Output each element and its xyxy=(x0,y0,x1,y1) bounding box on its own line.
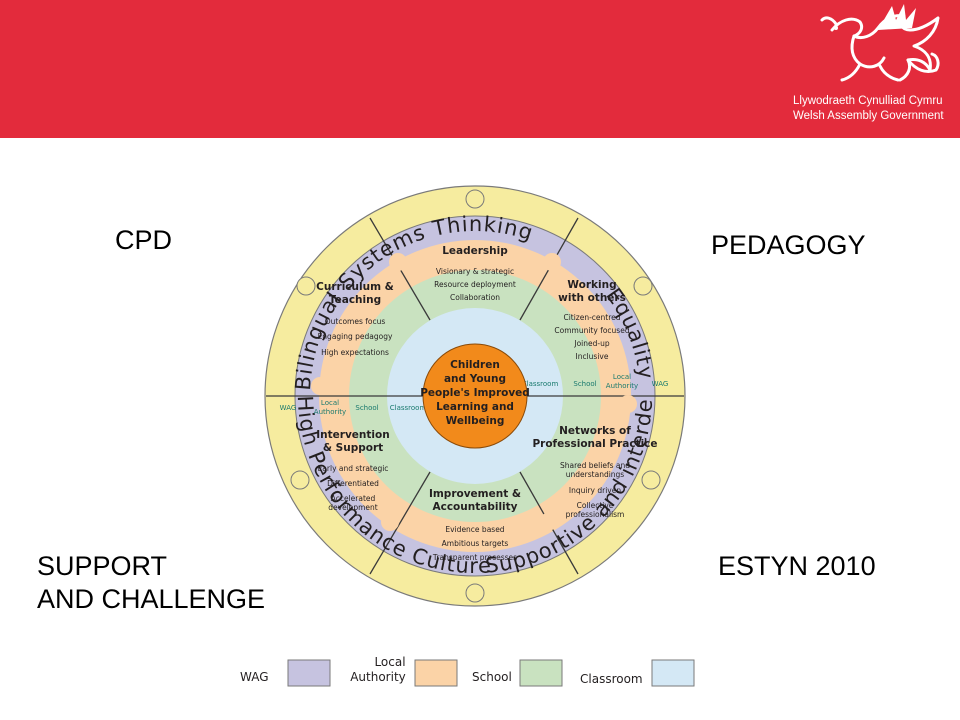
working-item: Citizen-centred xyxy=(563,313,620,322)
puzzle-piece xyxy=(619,395,637,413)
puzzle-piece xyxy=(311,377,329,395)
puzzle-piece xyxy=(389,253,407,271)
networks-item: professionalism xyxy=(566,510,625,519)
center-line: Wellbeing xyxy=(446,415,505,427)
improvement-title-line1: Improvement & xyxy=(429,488,521,500)
header-banner xyxy=(0,0,960,138)
legend-label-school: School xyxy=(472,670,512,684)
networks-item: Collective xyxy=(577,501,614,510)
legend-swatch-classroom xyxy=(651,659,695,687)
puzzle-notch xyxy=(290,470,310,490)
working-item: Joined-up xyxy=(573,339,609,348)
school-effectiveness-diagram: Systems Thinking Equality Bilingual High… xyxy=(230,150,695,687)
axis-right-school: School xyxy=(573,380,596,388)
curriculum-title-line1: Curriculum & xyxy=(316,281,394,293)
intervention-title-line2: & Support xyxy=(323,442,383,454)
leadership-title: Leadership xyxy=(442,245,508,257)
axis-left-school: School xyxy=(355,404,378,412)
center-line: People's Improved xyxy=(420,387,530,399)
networks-title-line1: Networks of xyxy=(559,425,631,437)
legend-swatch-wag xyxy=(287,659,331,687)
legend-label-local: Local xyxy=(374,655,405,669)
center-line: and Young xyxy=(444,373,506,385)
puzzle-piece xyxy=(543,253,561,271)
puzzle-piece xyxy=(381,513,399,531)
puzzle-notch xyxy=(641,470,661,490)
networks-item: Inquiry driven xyxy=(569,486,621,495)
divider-line xyxy=(369,471,431,575)
axis-right-classroom: Classroom xyxy=(522,380,559,388)
axis-right-local: Local xyxy=(613,373,631,381)
label-support-challenge: SUPPORT AND CHALLENGE xyxy=(37,550,265,616)
label-cpd: CPD xyxy=(115,225,173,255)
label-support-line1: SUPPORT xyxy=(37,551,168,581)
leadership-item: Collaboration xyxy=(450,293,500,302)
puzzle-notch xyxy=(296,276,316,296)
center-circle xyxy=(422,343,528,449)
improvement-item: Transparent processes xyxy=(432,553,517,562)
curriculum-item: Engaging pedagogy xyxy=(318,332,393,341)
working-item: Community focused xyxy=(554,326,629,335)
intervention-item: Early and strategic xyxy=(318,464,389,473)
intervention-item: Differentiated xyxy=(327,479,379,488)
networks-item: understandings xyxy=(566,470,625,479)
label-pedagogy: PEDAGOGY xyxy=(711,230,866,260)
axis-left-authority: Authority xyxy=(314,408,346,416)
curriculum-title-line2: Teaching xyxy=(329,294,381,306)
improvement-item: Ambitious targets xyxy=(442,539,509,548)
intervention-item: Accelerated xyxy=(331,494,376,503)
logo-welsh-name: Llywodraeth Cynulliad Cymru xyxy=(793,95,943,107)
puzzle-notch xyxy=(465,583,485,603)
label-support-line2: AND CHALLENGE xyxy=(37,584,266,614)
improvement-title-line2: Accountability xyxy=(432,501,517,513)
axis-left-wag: WAG xyxy=(280,404,297,412)
legend-label-wag: WAG xyxy=(240,670,269,684)
puzzle-notch xyxy=(633,276,653,296)
curriculum-item: Outcomes focus xyxy=(325,317,386,326)
legend-label-classroom: Classroom xyxy=(580,672,643,686)
networks-item: Shared beliefs and xyxy=(560,461,630,470)
intervention-item: development xyxy=(328,503,378,512)
axis-right-wag: WAG xyxy=(652,380,669,388)
working-title-line1: Working xyxy=(567,279,616,291)
center-line: Learning and xyxy=(436,401,514,413)
legend-swatch-local-authority xyxy=(414,659,458,687)
networks-title-line2: Professional Practice xyxy=(532,438,657,450)
logo-english-name: Welsh Assembly Government xyxy=(793,110,944,122)
axis-left-local: Local xyxy=(321,399,339,407)
improvement-item: Evidence based xyxy=(445,525,504,534)
center-line: Children xyxy=(450,359,500,371)
label-estyn: ESTYN 2010 xyxy=(718,551,876,581)
working-title-line2: with others xyxy=(558,292,626,304)
legend-label-authority: Authority xyxy=(350,670,406,684)
legend: WAG Local Authority School Classroom xyxy=(240,655,695,687)
legend-swatch-school xyxy=(519,659,563,687)
puzzle-piece xyxy=(539,513,557,531)
intervention-title-line1: Intervention xyxy=(316,429,389,441)
leadership-item: Resource deployment xyxy=(434,280,516,289)
axis-left-classroom: Classroom xyxy=(390,404,427,412)
puzzle-notch xyxy=(465,189,485,209)
leadership-item: Visionary & strategic xyxy=(436,267,514,276)
working-item: Inclusive xyxy=(576,352,609,361)
curriculum-item: High expectations xyxy=(321,348,389,357)
welsh-dragon-icon xyxy=(820,4,940,82)
axis-right-authority: Authority xyxy=(606,382,638,390)
